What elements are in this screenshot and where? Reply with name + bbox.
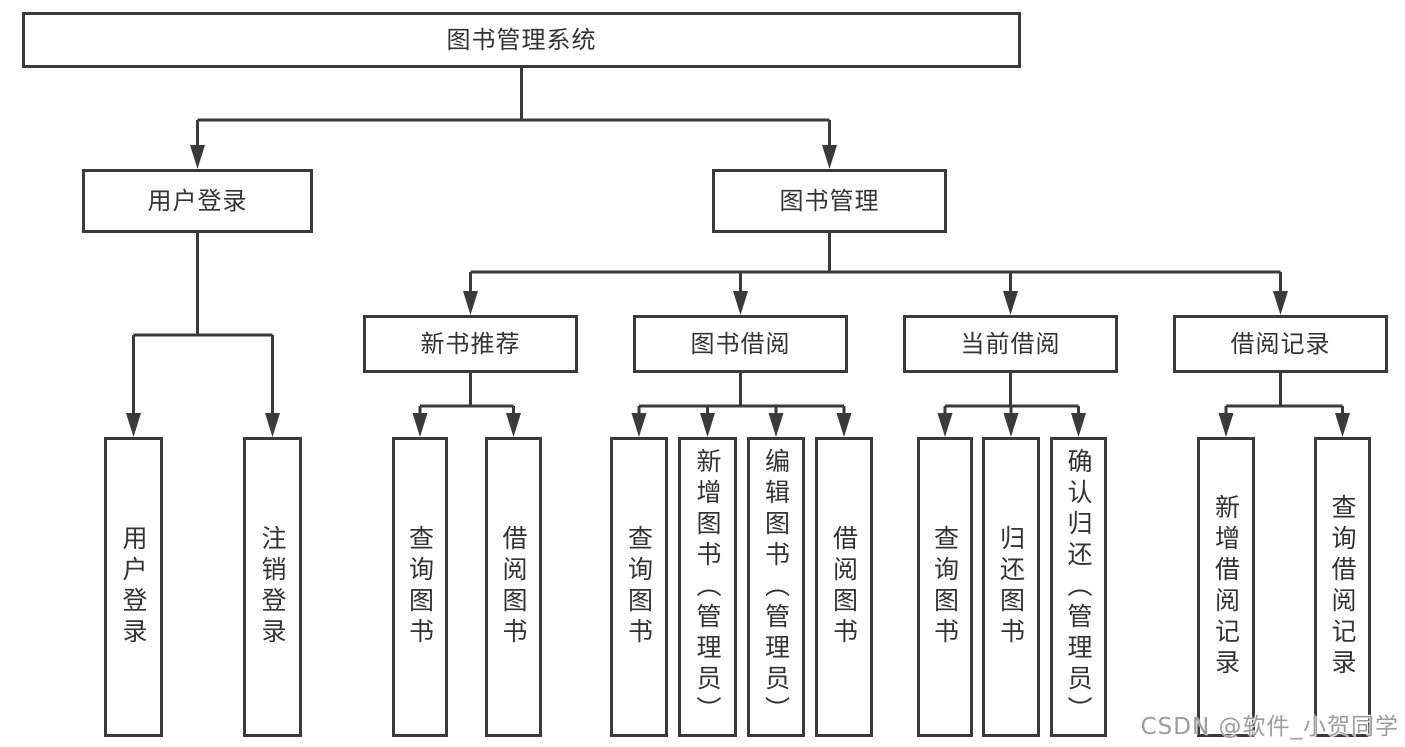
node-label: 当前借阅 (960, 330, 1061, 358)
leaf-records-query-record: 查询借阅记录 (1314, 437, 1371, 737)
node-root-library-management-system: 图书管理系统 (22, 12, 1021, 68)
leaf-newbook-borrow-books: 借阅图书 (485, 437, 542, 737)
leaf-borrow-query-books: 查询图书 (610, 437, 668, 737)
leaf-current-return-books: 归还图书 (982, 437, 1040, 737)
node-label: 新增借阅记录 (1211, 494, 1241, 680)
node-label: 归还图书 (996, 525, 1026, 649)
watermark: CSDN @软件_小贺同学 (1140, 714, 1399, 740)
leaf-logout: 注销登录 (243, 437, 302, 737)
node-label: 图书借阅 (690, 330, 791, 358)
node-label: 查询图书 (405, 525, 435, 649)
node-label: 借阅图书 (829, 525, 859, 649)
node-label: 图书管理 (779, 187, 880, 215)
node-new-book-recommend: 新书推荐 (363, 315, 578, 373)
arrowheads (126, 145, 1350, 437)
node-book-borrowing: 图书借阅 (633, 315, 848, 373)
node-label: 编辑图书（管理员） (761, 447, 791, 727)
leaf-user-login: 用户登录 (104, 437, 163, 737)
node-label: 用户登录 (119, 525, 148, 649)
node-label: 确认归还（管理员） (1064, 447, 1093, 727)
node-label: 借阅记录 (1230, 330, 1331, 358)
node-label: 新增图书（管理员） (693, 447, 722, 727)
leaf-borrow-add-books-admin: 新增图书（管理员） (678, 437, 737, 737)
leaf-borrow-borrow-books: 借阅图书 (815, 437, 873, 737)
node-label: 查询图书 (930, 525, 960, 649)
node-book-management: 图书管理 (712, 169, 947, 233)
leaf-borrow-edit-books-admin: 编辑图书（管理员） (747, 437, 805, 737)
tree-edges (132, 68, 1344, 418)
leaf-current-confirm-return-admin: 确认归还（管理员） (1050, 437, 1107, 737)
leaf-newbook-query-books: 查询图书 (392, 437, 448, 737)
leaf-current-query-books: 查询图书 (917, 437, 973, 737)
node-label: 用户登录 (147, 187, 248, 215)
node-label: 查询图书 (624, 525, 654, 649)
node-label: 新书推荐 (420, 330, 521, 358)
node-label: 查询借阅记录 (1328, 494, 1357, 680)
node-label: 注销登录 (258, 525, 287, 649)
node-label: 图书管理系统 (446, 26, 597, 54)
node-user-login: 用户登录 (82, 169, 313, 233)
node-current-borrowing: 当前借阅 (903, 315, 1118, 373)
leaf-records-add-record: 新增借阅记录 (1197, 437, 1255, 737)
node-label: 借阅图书 (499, 525, 528, 649)
node-borrowing-records: 借阅记录 (1173, 315, 1388, 373)
